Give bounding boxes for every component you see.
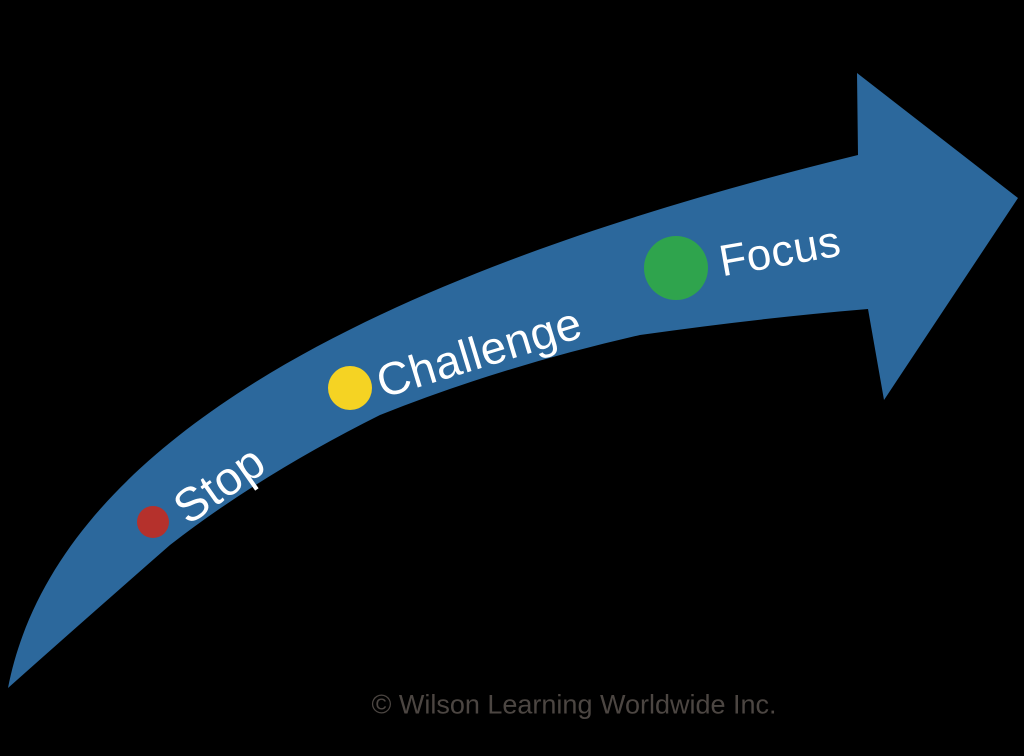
copyright-text: © Wilson Learning Worldwide Inc. xyxy=(371,689,777,720)
challenge-dot xyxy=(328,366,372,410)
focus-dot xyxy=(644,236,708,300)
stop-dot xyxy=(137,506,169,538)
arrow-shape xyxy=(8,73,1018,688)
